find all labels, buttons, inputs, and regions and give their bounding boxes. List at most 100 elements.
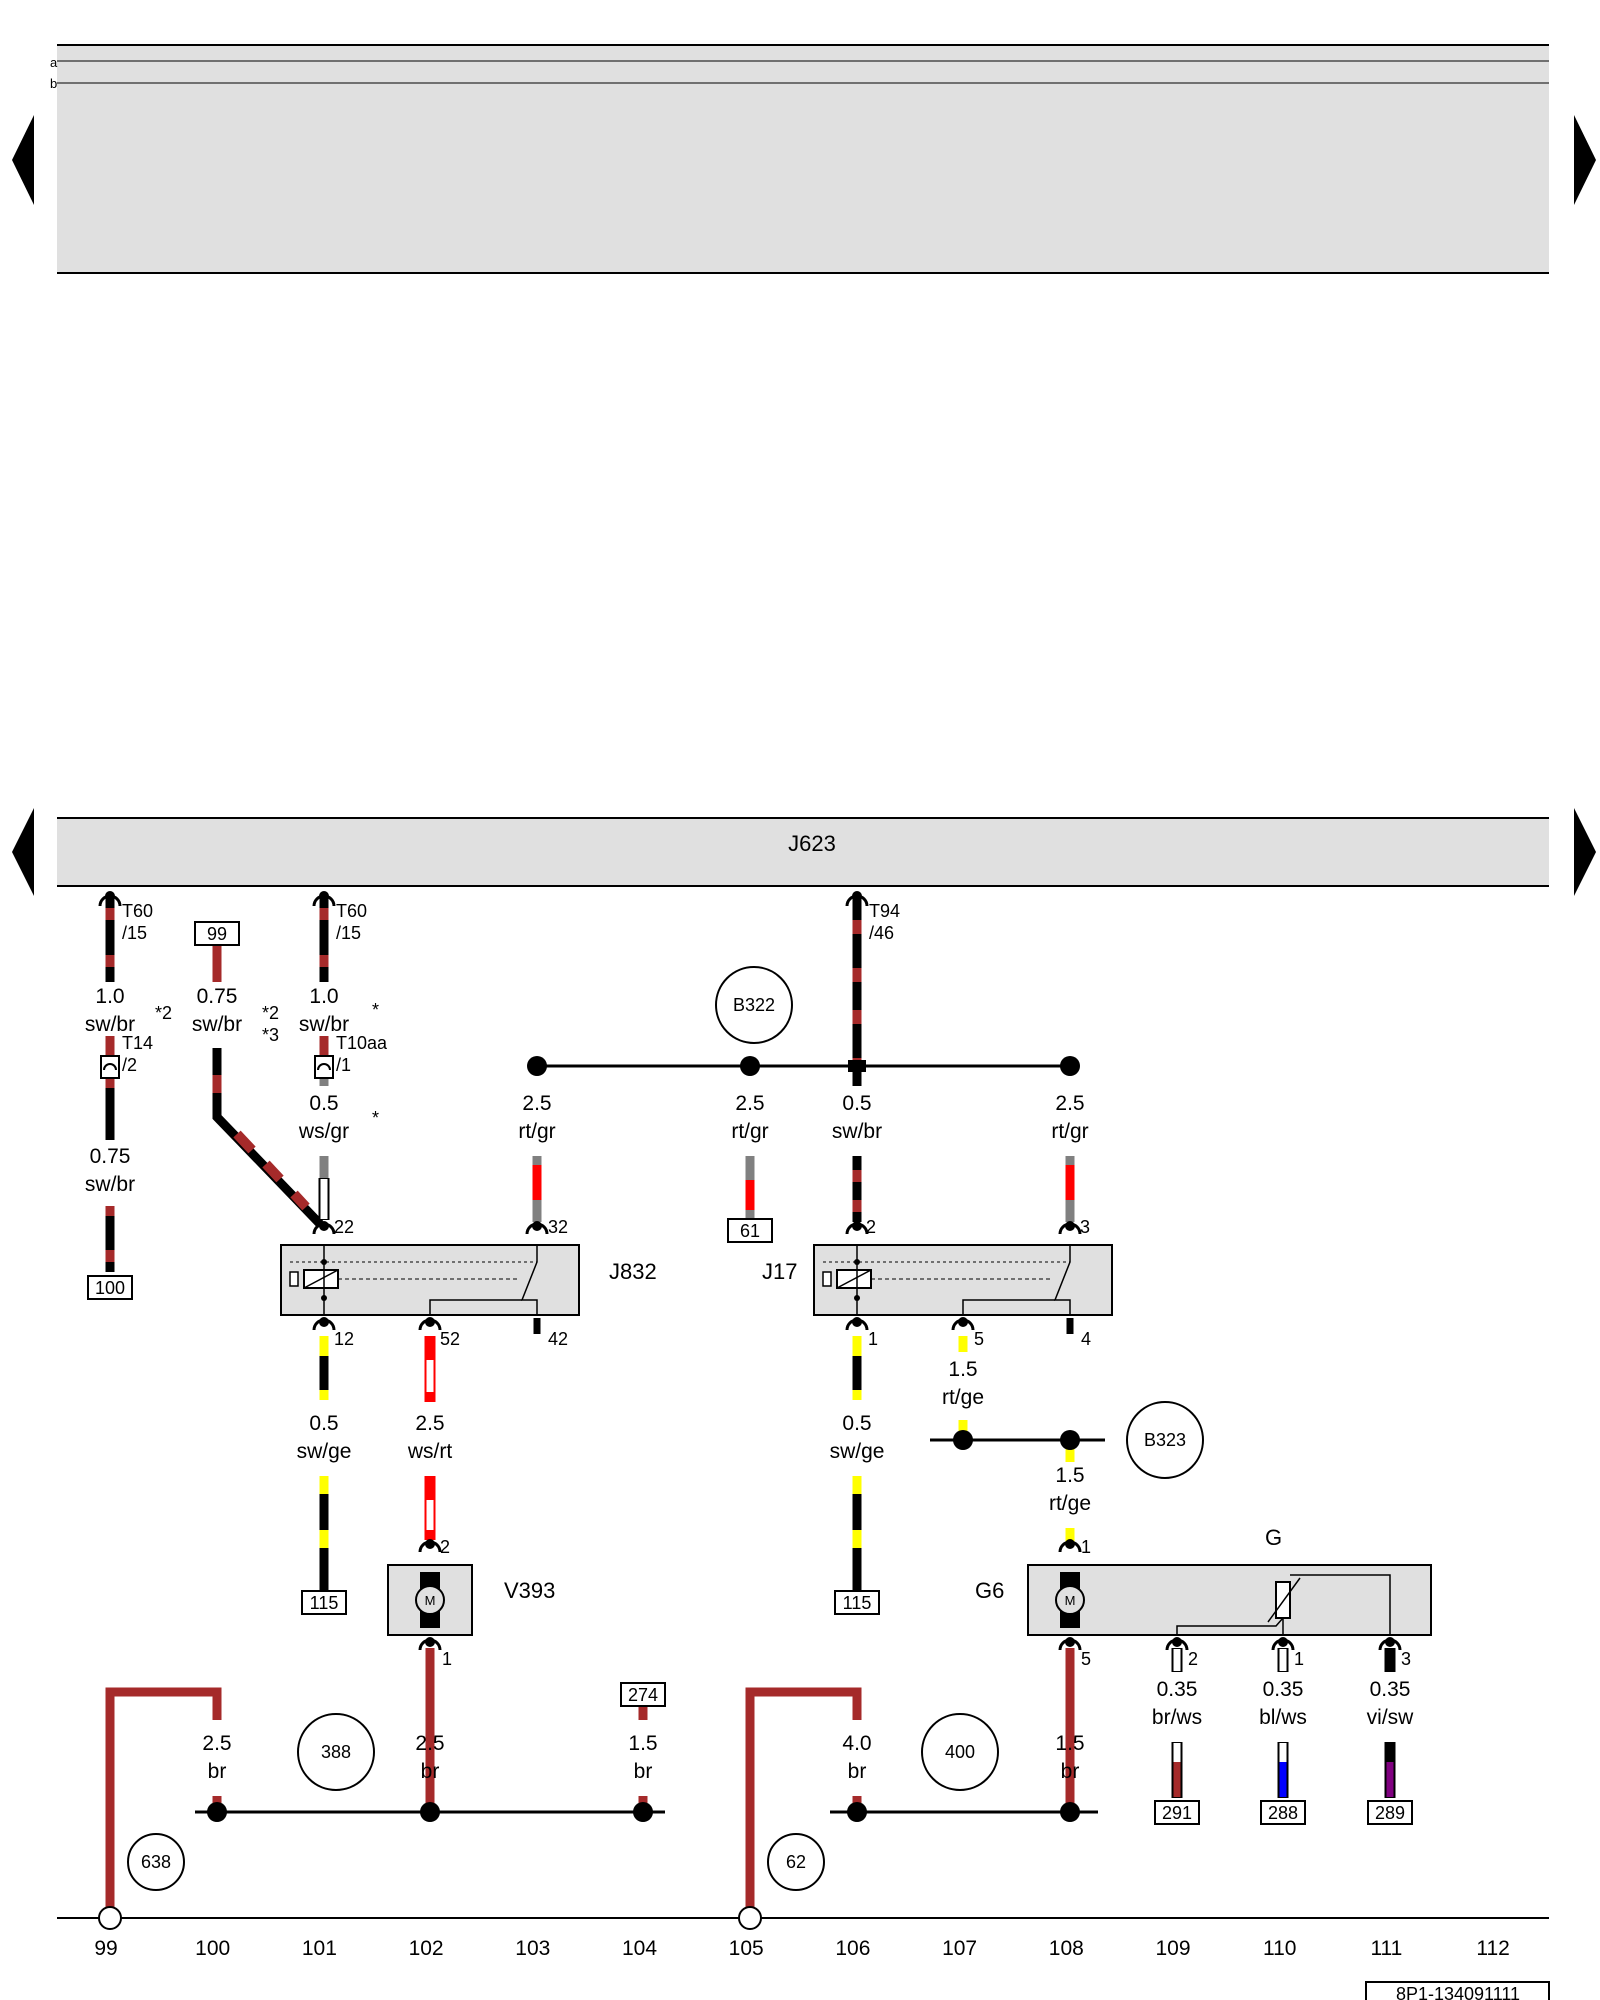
wire-label-w3s: 1.0 (309, 985, 338, 1008)
fuel-pump-g6-g: M (1027, 1564, 1432, 1636)
connector-t14-icon (100, 1055, 120, 1079)
wire-label-w20s: 0.35 (1157, 1678, 1198, 1701)
ref-291[interactable]: 291 (1162, 1803, 1192, 1823)
ref-99[interactable]: 99 (207, 924, 227, 944)
wire-label-w15s: 2.5 (202, 1732, 231, 1755)
pin-numbers: 22 32 12 52 42 2 3 1 5 4 2 1 1 5 2 1 3 (334, 1217, 1411, 1669)
circle-388: 388 (321, 1742, 351, 1762)
track-number-99: 99 (94, 1937, 117, 1960)
wire-label-w16c: br (421, 1760, 440, 1783)
wire-label-w8c: sw/br (832, 1120, 882, 1143)
prev-page-arrow-icon[interactable] (12, 115, 34, 205)
conn-t60-a-pin: /15 (122, 923, 147, 943)
wire-label-w2c: sw/br (192, 1013, 242, 1036)
track-number-108: 108 (1049, 1937, 1084, 1960)
footer-code-box: 8P1-134091111 (1365, 1981, 1550, 2000)
motor-symbol-g6: M (1065, 1593, 1076, 1608)
pin-32: 32 (548, 1217, 568, 1237)
wire-label-w17c: br (634, 1760, 653, 1783)
j623-label: J623 (788, 831, 836, 856)
conn-t60-b: T60 (336, 901, 367, 921)
pin-v393-1: 1 (442, 1649, 452, 1669)
wire-label-w19s: 1.5 (1055, 1732, 1084, 1755)
pin-g-1: 1 (1294, 1649, 1304, 1669)
conn-t60-a: T60 (122, 901, 153, 921)
wire-label-w18s: 4.0 (842, 1732, 871, 1755)
ref-circles (127, 966, 1204, 1891)
pin-j17-5: 5 (974, 1329, 984, 1349)
pin-j17-4: 4 (1081, 1329, 1091, 1349)
ref-115-b[interactable]: 115 (843, 1593, 872, 1613)
wire-label-w19c: br (1061, 1760, 1080, 1783)
note-4: * (372, 1000, 379, 1020)
track-number-107: 107 (942, 1937, 977, 1960)
wire-label-w7s: 2.5 (735, 1092, 764, 1115)
track-number-110: 110 (1263, 1937, 1296, 1960)
pin-g-3: 3 (1401, 1649, 1411, 1669)
ref-115-a[interactable]: 115 (310, 1593, 339, 1613)
pin-22: 22 (334, 1217, 354, 1237)
note-1: *2 (155, 1003, 172, 1023)
wire-label-w1s: 1.0 (95, 985, 124, 1008)
wire-label-w12s: 0.5 (842, 1412, 871, 1435)
ground-wire-638 (105, 1687, 222, 1918)
conn-t10aa: T10aa (336, 1033, 388, 1053)
circle-b322: B322 (733, 995, 775, 1015)
wire-label-w9c: rt/gr (1051, 1120, 1088, 1143)
track-number-105: 105 (729, 1937, 764, 1960)
label-g: G (1265, 1525, 1282, 1550)
wire-label-w18c: br (848, 1760, 867, 1783)
pin-12: 12 (334, 1329, 354, 1349)
wire-label-w5c: ws/gr (298, 1120, 349, 1143)
circle-400: 400 (945, 1742, 975, 1762)
top-panel: a b (50, 44, 1549, 274)
wire-label-w12c: sw/ge (830, 1440, 885, 1463)
wire-label-w16s: 2.5 (415, 1732, 444, 1755)
ref-289[interactable]: 289 (1375, 1803, 1405, 1823)
ref-288[interactable]: 288 (1268, 1803, 1298, 1823)
pin-42: 42 (548, 1329, 568, 1349)
motor-v393: M (387, 1564, 473, 1636)
pin-g6-5: 5 (1081, 1649, 1091, 1669)
wire-label-w2s: 0.75 (197, 985, 238, 1008)
conn-t14: T14 (122, 1033, 153, 1053)
conn-t94-pin: /46 (869, 923, 894, 943)
pin-j17-3: 3 (1080, 1217, 1090, 1237)
wire-label-w4c: sw/br (85, 1173, 135, 1196)
row-b-label: b (50, 76, 57, 91)
j623-control-unit: J623 (57, 817, 1549, 887)
prev-section-arrow-icon[interactable] (12, 808, 34, 896)
ref-100[interactable]: 100 (95, 1278, 125, 1298)
wire-label-w13s: 1.5 (948, 1358, 977, 1381)
track-number-104: 104 (622, 1937, 657, 1960)
wire-label-w15c: br (208, 1760, 227, 1783)
relay-j832 (280, 1244, 580, 1316)
label-j17: J17 (762, 1259, 797, 1284)
pin-g-2: 2 (1188, 1649, 1198, 1669)
track-number-111: 111 (1370, 1937, 1402, 1960)
label-g6: G6 (975, 1578, 1004, 1603)
wire-label-w17s: 1.5 (628, 1732, 657, 1755)
next-section-arrow-icon[interactable] (1574, 808, 1596, 896)
pin-j17-1: 1 (868, 1329, 878, 1349)
circle-62: 62 (786, 1852, 806, 1872)
circle-638: 638 (141, 1852, 171, 1872)
wire-label-w6c: rt/gr (518, 1120, 555, 1143)
wire-label-w21c: bl/ws (1259, 1706, 1307, 1729)
wire-label-w22c: vi/sw (1367, 1706, 1415, 1729)
wire-99-to-j832-22 (212, 945, 324, 1228)
ref-61[interactable]: 61 (740, 1221, 760, 1241)
pin-j17-2: 2 (866, 1217, 876, 1237)
note-2: *2 (262, 1003, 279, 1023)
wire-label-w9s: 2.5 (1055, 1092, 1084, 1115)
ground-point-62 (738, 1906, 762, 1930)
ground-wire-62 (745, 1687, 862, 1918)
ref-274[interactable]: 274 (628, 1685, 658, 1705)
wire-label-w3c: sw/br (299, 1013, 349, 1036)
next-page-arrow-icon[interactable] (1574, 115, 1596, 205)
conn-t94: T94 (869, 901, 900, 921)
track-number-103: 103 (515, 1937, 550, 1960)
wire-label-w11c: ws/rt (407, 1440, 452, 1463)
track-number-109: 109 (1155, 1937, 1190, 1960)
